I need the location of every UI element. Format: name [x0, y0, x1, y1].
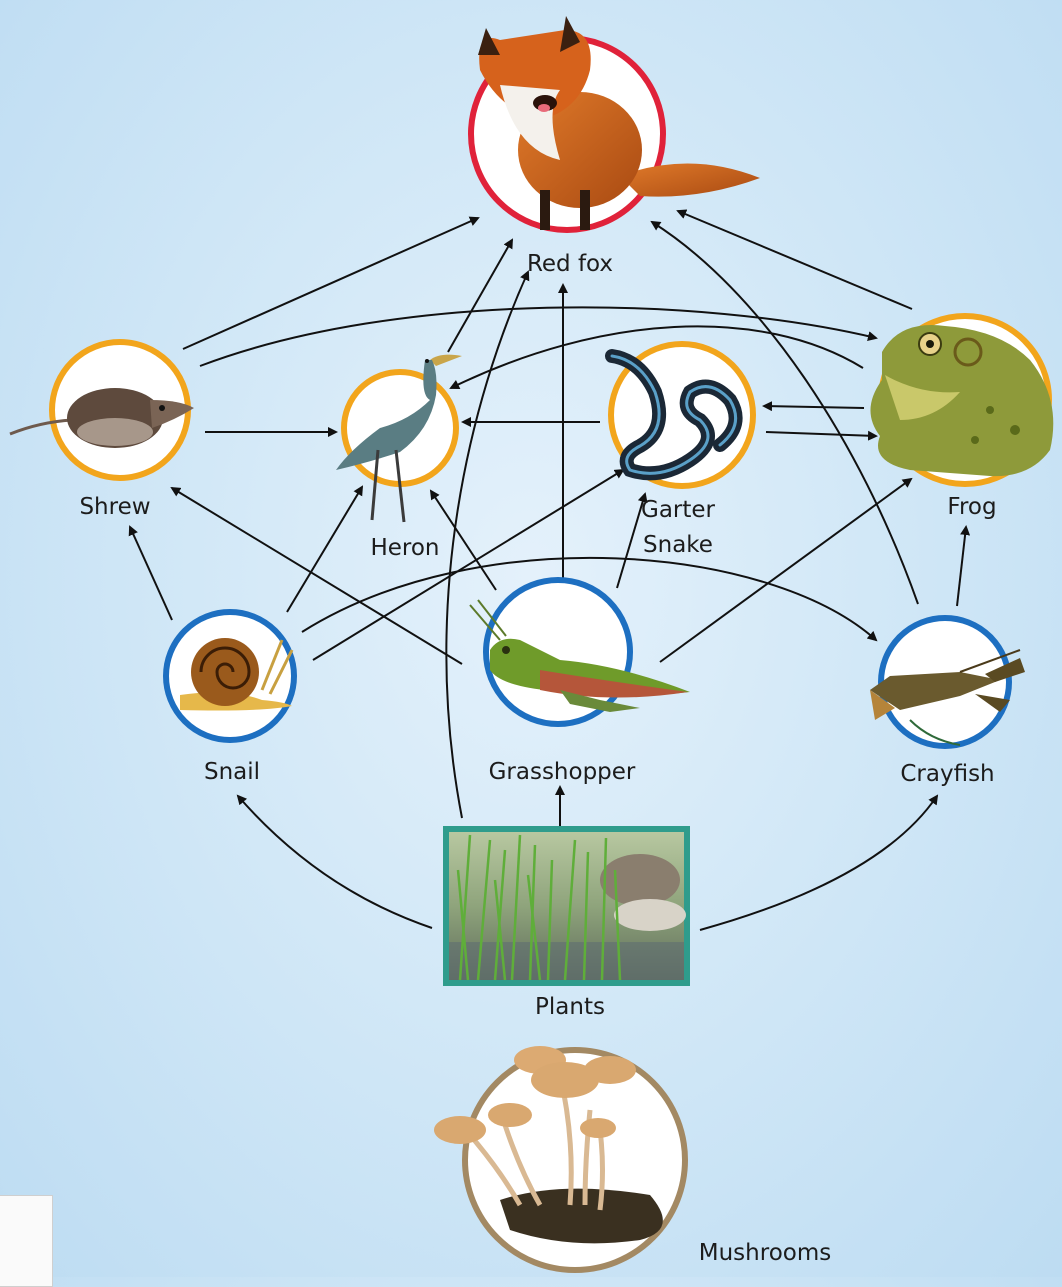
link-gartersnake-frog: [766, 432, 876, 436]
link-frog-gartersnake: [764, 406, 864, 408]
label-mushrooms: Mushrooms: [685, 1236, 845, 1270]
link-crayfish-frog: [957, 527, 966, 606]
label-plants: Plants: [510, 990, 630, 1024]
node-frog: [870, 316, 1053, 484]
label-snail: Snail: [172, 755, 292, 789]
node-red-fox: [471, 16, 760, 230]
node-mushrooms: [434, 1046, 685, 1270]
link-plants-snail: [238, 796, 432, 928]
label-grasshopper: Grasshopper: [472, 755, 652, 789]
label-frog: Frog: [922, 490, 1022, 524]
label-shrew: Shrew: [55, 490, 175, 524]
link-frog-redfox: [678, 211, 912, 309]
label-garter: Garter: [633, 493, 723, 527]
label-crayfish: Crayfish: [885, 757, 1010, 791]
node-garter-snake: [611, 344, 753, 486]
label-red-fox: Red fox: [505, 247, 635, 281]
node-crayfish: [870, 618, 1025, 746]
node-grasshopper: [470, 580, 690, 724]
page-corner: [0, 1195, 53, 1287]
label-snake: Snake: [633, 528, 723, 562]
node-shrew: [10, 342, 194, 478]
link-snail-shrew: [130, 527, 172, 620]
node-plants: [446, 829, 687, 983]
label-heron: Heron: [345, 531, 465, 565]
link-plants-crayfish: [700, 796, 937, 930]
node-snail: [166, 612, 294, 740]
